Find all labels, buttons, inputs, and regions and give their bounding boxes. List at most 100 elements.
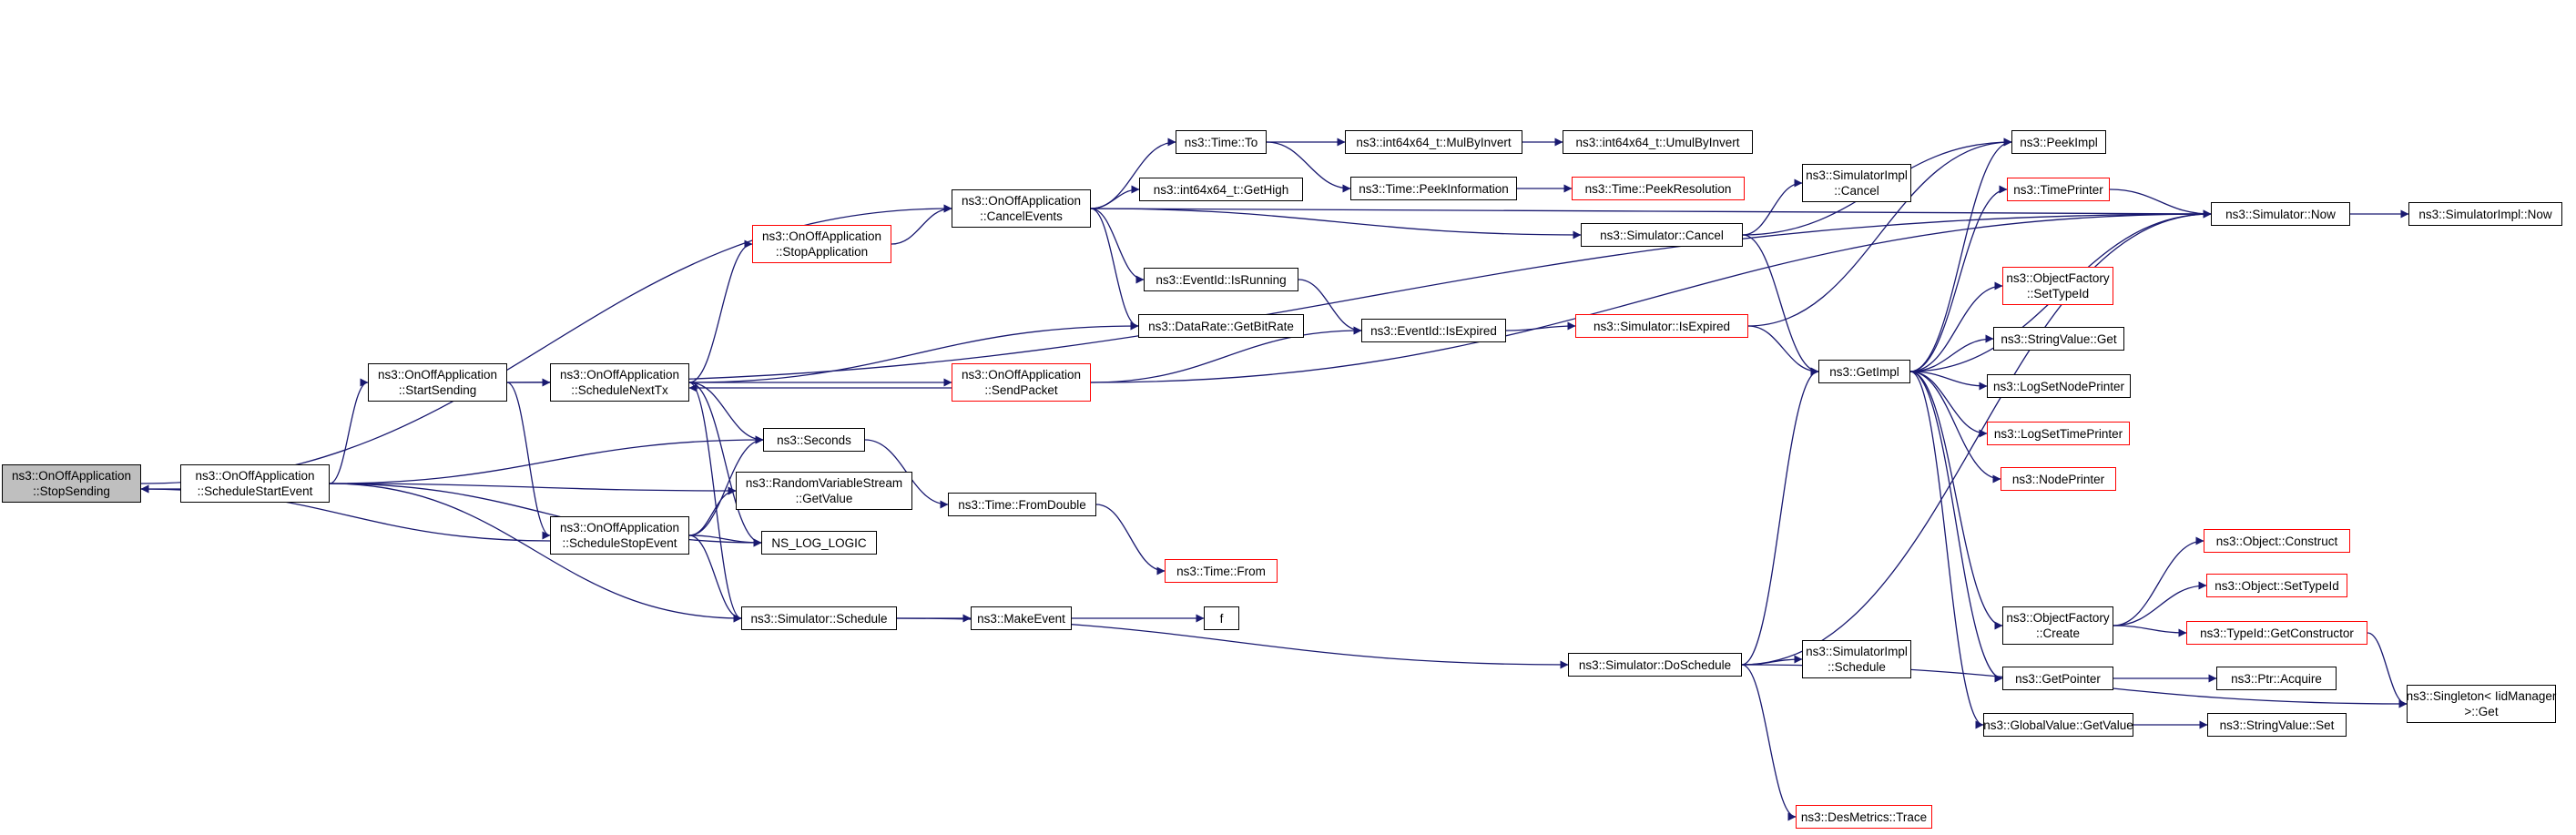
node-object-factory-set-type-id[interactable]: ns3::ObjectFactory::SetTypeId	[2002, 267, 2113, 305]
node-label: ns3::DataRate::GetBitRate	[1148, 319, 1294, 333]
node-label: ns3::OnOffApplication	[761, 229, 882, 243]
edge-schedule-stop-event-to-ns-log-logic	[688, 535, 762, 547]
node-stop-sending: ns3::OnOffApplication::StopSending	[2, 464, 141, 503]
node-label: ns3::LogSetTimePrinter	[1993, 426, 2123, 441]
node-label: ns3::int64x64_t::MulByInvert	[1356, 135, 1512, 149]
node-label: ns3::StringValue::Set	[2219, 718, 2335, 732]
node-umul-by-invert[interactable]: ns3::int64x64_t::UmulByInvert	[1563, 130, 1753, 154]
node-label: ::StartSending	[398, 383, 477, 397]
node-des-metrics-trace[interactable]: ns3::DesMetrics::Trace	[1796, 805, 1932, 829]
node-seconds[interactable]: ns3::Seconds	[763, 428, 865, 452]
node-log-set-time-printer[interactable]: ns3::LogSetTimePrinter	[1987, 422, 2130, 445]
node-string-value-set[interactable]: ns3::StringValue::Set	[2207, 713, 2347, 737]
node-send-packet[interactable]: ns3::OnOffApplication::SendPacket	[952, 363, 1091, 402]
node-make-event[interactable]: ns3::MakeEvent	[971, 606, 1072, 630]
node-simulator-schedule[interactable]: ns3::Simulator::Schedule	[741, 606, 897, 630]
node-label: ns3::GetPointer	[2015, 671, 2101, 686]
node-peek-resolution[interactable]: ns3::Time::PeekResolution	[1572, 177, 1745, 200]
node-simulator-is-expired[interactable]: ns3::Simulator::IsExpired	[1575, 314, 1748, 338]
node-label: ns3::Singleton< IidManager	[2406, 689, 2557, 703]
node-event-is-expired[interactable]: ns3::EventId::IsExpired	[1361, 319, 1506, 342]
node-label: ns3::int64x64_t::UmulByInvert	[1575, 135, 1740, 149]
node-label: ::SendPacket	[984, 383, 1058, 397]
node-get-impl[interactable]: ns3::GetImpl	[1818, 360, 1910, 383]
node-ptr-acquire[interactable]: ns3::Ptr::Acquire	[2216, 667, 2337, 690]
node-peek-information[interactable]: ns3::Time::PeekInformation	[1350, 177, 1517, 200]
node-stop-application[interactable]: ns3::OnOffApplication::StopApplication	[752, 225, 891, 263]
node-label: ::ScheduleStopEvent	[562, 536, 677, 550]
node-node-printer[interactable]: ns3::NodePrinter	[2001, 467, 2116, 491]
node-label: ns3::OnOffApplication	[961, 194, 1082, 208]
node-start-sending[interactable]: ns3::OnOffApplication::StartSending	[368, 363, 507, 402]
node-label: ns3::SimulatorImpl	[1806, 168, 1908, 182]
node-label: ns3::Time::PeekResolution	[1584, 181, 1732, 196]
node-schedule-next-tx[interactable]: ns3::OnOffApplication::ScheduleNextTx	[550, 363, 689, 402]
node-simulatorimpl-schedule[interactable]: ns3::SimulatorImpl::Schedule	[1802, 640, 1911, 678]
node-label: ns3::Time::To	[1184, 135, 1258, 149]
node-simulatorimpl-now[interactable]: ns3::SimulatorImpl::Now	[2408, 202, 2562, 226]
node-string-value-get[interactable]: ns3::StringValue::Get	[1993, 327, 2124, 351]
node-label: ::StopSending	[33, 484, 110, 498]
node-get-bit-rate[interactable]: ns3::DataRate::GetBitRate	[1138, 314, 1304, 338]
node-schedule-start-event[interactable]: ns3::OnOffApplication::ScheduleStartEven…	[180, 464, 330, 503]
edge-simulator-do-schedule-to-simulator-now	[1741, 209, 2212, 666]
node-event-is-running[interactable]: ns3::EventId::IsRunning	[1144, 268, 1298, 291]
node-label: ::Schedule	[1828, 660, 1886, 674]
node-simulatorimpl-cancel[interactable]: ns3::SimulatorImpl::Cancel	[1802, 164, 1911, 202]
node-ns-log-logic[interactable]: NS_LOG_LOGIC	[761, 531, 877, 555]
node-label: ns3::LogSetNodePrinter	[1992, 379, 2125, 393]
node-type-id-get-constructor[interactable]: ns3::TypeId::GetConstructor	[2186, 621, 2367, 645]
edge-event-is-expired-to-simulator-is-expired	[1505, 321, 1576, 331]
node-label: ns3::OnOffApplication	[11, 469, 132, 483]
node-label: ns3::EventId::IsRunning	[1156, 272, 1287, 287]
node-get-pointer[interactable]: ns3::GetPointer	[2002, 667, 2113, 690]
node-peek-impl[interactable]: ns3::PeekImpl	[2011, 130, 2106, 154]
node-simulator-cancel[interactable]: ns3::Simulator::Cancel	[1581, 223, 1743, 247]
node-label: ns3::Simulator::Now	[2225, 207, 2336, 221]
node-time-printer[interactable]: ns3::TimePrinter	[2007, 178, 2110, 201]
node-label: ::ScheduleNextTx	[571, 383, 668, 397]
node-cancel-events[interactable]: ns3::OnOffApplication::CancelEvents	[952, 189, 1091, 228]
edge-cancel-events-to-simulator-cancel	[1090, 208, 1582, 239]
node-time-to[interactable]: ns3::Time::To	[1176, 130, 1267, 154]
edge-object-factory-create-to-object-set-type-id	[2113, 581, 2207, 626]
edge-object-factory-create-to-type-id-get-constructor	[2113, 625, 2187, 637]
node-object-set-type-id[interactable]: ns3::Object::SetTypeId	[2206, 574, 2347, 597]
node-label: ns3::ObjectFactory	[2006, 611, 2110, 625]
node-label: ns3::Time::From	[1176, 564, 1266, 578]
node-label: ::CancelEvents	[980, 209, 1063, 223]
edge-get-impl-to-get-pointer	[1909, 371, 2003, 683]
edge-cancel-events-to-simulator-now	[1090, 208, 2212, 219]
node-object-construct[interactable]: ns3::Object::Construct	[2204, 529, 2350, 553]
node-object-factory-create[interactable]: ns3::ObjectFactory::Create	[2002, 606, 2113, 645]
node-simulator-now[interactable]: ns3::Simulator::Now	[2211, 202, 2350, 226]
edge-get-impl-to-object-factory-create	[1909, 371, 2003, 630]
edge-start-sending-to-schedule-stop-event	[506, 382, 551, 540]
node-label: ns3::TypeId::GetConstructor	[2200, 626, 2354, 640]
node-time-from[interactable]: ns3::Time::From	[1165, 559, 1278, 583]
edge-schedule-next-tx-to-stop-application	[688, 239, 753, 383]
edge-schedule-next-tx-to-seconds	[688, 382, 764, 444]
node-label: ns3::Seconds	[777, 433, 851, 447]
node-singleton-get[interactable]: ns3::Singleton< IidManager>::Get	[2407, 685, 2556, 723]
node-label: ns3::Object::Construct	[2215, 534, 2338, 548]
node-label: ::StopApplication	[775, 245, 869, 259]
edge-send-packet-to-event-is-expired	[1090, 326, 1362, 383]
node-global-value-get-value[interactable]: ns3::GlobalValue::GetValue	[1983, 713, 2133, 737]
node-get-high[interactable]: ns3::int64x64_t::GetHigh	[1139, 178, 1303, 201]
node-time-from-double[interactable]: ns3::Time::FromDouble	[948, 493, 1096, 516]
node-mul-by-invert[interactable]: ns3::int64x64_t::MulByInvert	[1345, 130, 1522, 154]
node-f[interactable]: f	[1204, 606, 1239, 630]
edge-schedule-start-event-to-seconds	[329, 435, 764, 484]
edge-simulator-do-schedule-to-get-impl	[1741, 367, 1819, 666]
edge-get-impl-to-global-value-get-value	[1909, 371, 1984, 729]
node-label: ns3::SimulatorImpl	[1806, 645, 1908, 658]
node-log-set-node-printer[interactable]: ns3::LogSetNodePrinter	[1987, 374, 2131, 398]
node-label: f	[1219, 611, 1224, 626]
node-schedule-stop-event[interactable]: ns3::OnOffApplication::ScheduleStopEvent	[550, 516, 689, 555]
edge-cancel-events-to-get-high	[1090, 185, 1140, 209]
edge-stop-application-to-cancel-events	[891, 204, 952, 245]
node-simulator-do-schedule[interactable]: ns3::Simulator::DoSchedule	[1568, 653, 1742, 677]
node-rvs-get-value[interactable]: ns3::RandomVariableStream::GetValue	[736, 472, 912, 510]
node-label: ns3::TimePrinter	[2013, 182, 2103, 197]
